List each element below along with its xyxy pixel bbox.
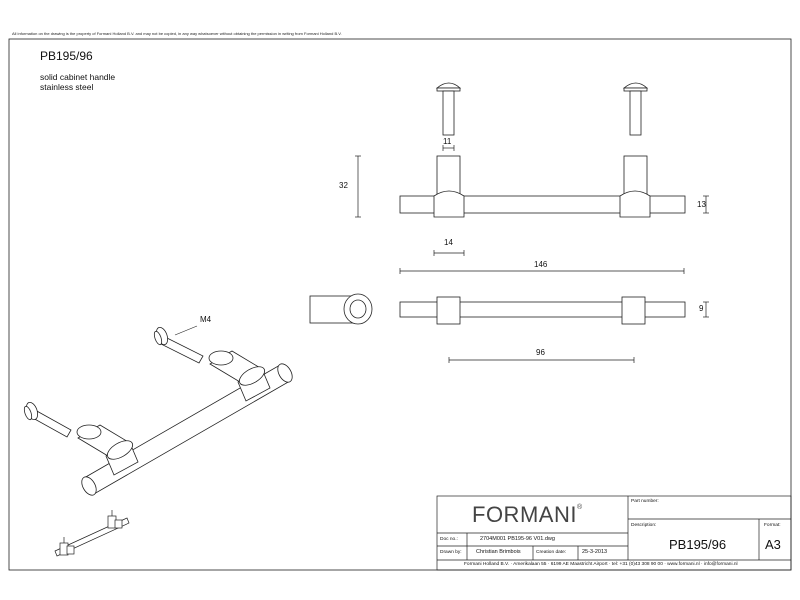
dim-line-overall — [399, 268, 685, 274]
bottom-view — [399, 296, 686, 325]
isometric-view — [23, 326, 293, 496]
dim-label-height: 32 — [339, 181, 348, 190]
dim-line-screw — [442, 145, 455, 151]
dim-line-diameter — [703, 195, 709, 214]
format-value: A3 — [765, 537, 781, 552]
bottom-post-left — [436, 296, 461, 325]
dim-line-side — [703, 301, 709, 318]
logo-text: FORMANI — [472, 502, 577, 527]
drawn-by-label: Drawn by: — [440, 550, 462, 555]
leader-thread — [174, 325, 198, 336]
dim-label-thread: M4 — [200, 315, 212, 324]
dim-line-center — [448, 357, 635, 363]
creation-date-label: Creation date: — [536, 550, 567, 555]
dim-label-screw-width: 11 — [443, 137, 452, 146]
side-view — [309, 293, 373, 325]
dim-label-post-width: 14 — [444, 238, 453, 247]
screw-top-right — [622, 82, 649, 136]
front-view — [399, 155, 686, 218]
description-value: PB195/96 — [669, 537, 727, 552]
bottom-post-right — [621, 296, 646, 325]
description-line-2: stainless steel — [40, 82, 94, 92]
iso-thumbnail — [54, 510, 130, 557]
doc-no-value: 2704M001 PB195-96 V01.dwg — [480, 536, 555, 542]
drawn-by-value: Christian Brimbois — [476, 549, 521, 555]
part-number-label: Part number: — [631, 499, 659, 504]
dim-label-overall-length: 146 — [534, 260, 548, 269]
logo-registered-mark: ® — [576, 504, 583, 511]
front-collar-left — [433, 190, 465, 218]
doc-no-label: Doc no.: — [440, 537, 458, 542]
front-bar — [399, 195, 686, 214]
dim-line-post — [433, 250, 465, 256]
bottom-bar — [399, 301, 686, 318]
title-block-lines — [436, 495, 792, 571]
format-label: Format: — [764, 523, 781, 528]
dim-label-bar-diameter: 13 — [697, 200, 706, 209]
sheet-border — [8, 38, 792, 571]
formani-logo: FORMANI® — [472, 502, 583, 528]
screw-top-left — [435, 82, 462, 136]
dim-line-height — [355, 155, 361, 218]
creation-date-value: 25-3-2013 — [582, 549, 608, 555]
front-collar-right — [619, 190, 651, 218]
dim-label-center-distance: 96 — [536, 348, 545, 357]
description-label: Description: — [631, 523, 657, 528]
part-title: PB195/96 — [40, 49, 93, 63]
description-line-1: solid cabinet handle — [40, 72, 116, 82]
dim-label-side-width: 9 — [699, 304, 704, 313]
footer-address: Formani Holland B.V. · Amerikalaan 55 · … — [464, 562, 738, 567]
disclaimer-text: All information on the drawing is the pr… — [12, 31, 342, 36]
